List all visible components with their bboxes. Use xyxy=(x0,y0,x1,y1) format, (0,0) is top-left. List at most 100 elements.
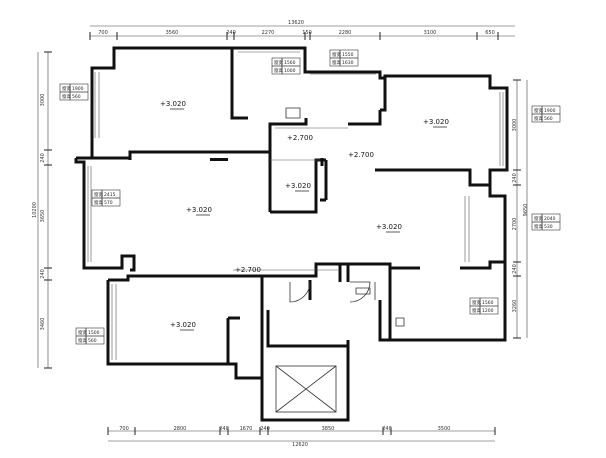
doors xyxy=(210,107,405,327)
top-dim-2: 3560 xyxy=(166,30,179,36)
svg-text:窗宽: 窗宽 xyxy=(78,329,87,336)
top-dim-8: 650 xyxy=(485,30,495,36)
bottom-dim-6: 3850 xyxy=(322,426,335,432)
bottom-dim-7: 240 xyxy=(382,426,392,432)
svg-text:1550: 1550 xyxy=(342,52,354,58)
windows xyxy=(87,51,504,360)
wall-elevator-shaft xyxy=(260,346,350,422)
door-threshold xyxy=(210,158,228,161)
left-dim-2: 240 xyxy=(40,153,46,163)
svg-text:窗宽: 窗宽 xyxy=(472,299,481,306)
level-label: +3.020 xyxy=(186,206,212,214)
door-swing xyxy=(289,281,311,303)
level-label: +3.020 xyxy=(170,321,196,329)
svg-text:窗宽: 窗宽 xyxy=(274,59,283,66)
svg-text:窗宽: 窗宽 xyxy=(332,51,341,58)
right-dim-5: 3260 xyxy=(512,300,518,313)
window-tags: 窗宽 1900 窗高 560 窗宽 2415 窗高 570 窗宽 1500 窗高… xyxy=(59,49,561,345)
svg-text:560: 560 xyxy=(544,116,553,122)
svg-text:窗高: 窗高 xyxy=(472,307,481,314)
window-tag: 窗宽 1560 窗高 1200 xyxy=(469,297,499,315)
window-tag: 窗宽 2040 窗高 530 xyxy=(531,213,561,231)
svg-text:1200: 1200 xyxy=(482,308,494,314)
svg-text:570: 570 xyxy=(104,200,113,206)
top-dim-3: 240 xyxy=(226,30,236,36)
level-labels: +3.020 +3.020 +3.020 +3.020 +3.020 +3.02… xyxy=(160,100,449,331)
svg-text:窗高: 窗高 xyxy=(94,199,103,206)
bottom-dim-3: 240 xyxy=(219,426,229,432)
svg-text:1000: 1000 xyxy=(284,68,296,74)
bottom-dimensions: 700 2800 240 1670 240 3850 240 3500 1262… xyxy=(107,426,496,448)
top-dim-6: 2280 xyxy=(339,30,352,36)
window-tag: 窗宽 2415 窗高 570 xyxy=(91,189,121,207)
level-label: +2.700 xyxy=(348,151,374,159)
svg-text:窗高: 窗高 xyxy=(274,67,283,74)
bottom-dim-4: 1670 xyxy=(240,426,253,432)
top-dim-7: 3100 xyxy=(424,30,437,36)
top-dim-5: 150 xyxy=(302,30,312,36)
door-swing xyxy=(355,287,371,295)
bottom-dim-2: 2800 xyxy=(174,426,187,432)
right-dim-2: 240 xyxy=(512,173,518,183)
svg-text:2415: 2415 xyxy=(104,192,116,198)
left-dimensions: 3000 240 3650 240 3460 10200 xyxy=(32,51,52,369)
svg-text:560: 560 xyxy=(72,94,81,100)
walls xyxy=(74,46,509,422)
right-total-dim: 9650 xyxy=(523,204,529,217)
level-label: +2.700 xyxy=(287,134,313,142)
window-tag: 窗宽 1900 窗高 560 xyxy=(59,83,89,101)
window-tag: 窗宽 1900 窗高 560 xyxy=(531,105,561,123)
bottom-dim-1: 700 xyxy=(119,426,129,432)
wall-bottom-left-room xyxy=(106,280,264,380)
fixture xyxy=(285,107,301,119)
left-dim-5: 3460 xyxy=(40,318,46,331)
svg-text:窗宽: 窗宽 xyxy=(534,215,543,222)
door-swing xyxy=(349,281,371,303)
bottom-dim-5: 240 xyxy=(260,426,270,432)
svg-text:1630: 1630 xyxy=(342,60,354,66)
left-dim-3: 3650 xyxy=(40,210,46,223)
svg-text:2040: 2040 xyxy=(544,216,556,222)
level-label: +3.020 xyxy=(376,223,402,231)
wall-top-left-room xyxy=(90,46,248,140)
top-dim-1: 700 xyxy=(98,30,108,36)
svg-text:窗高: 窗高 xyxy=(62,93,71,100)
bottom-dim-8: 3500 xyxy=(438,426,451,432)
svg-text:530: 530 xyxy=(544,224,553,230)
level-label: +3.020 xyxy=(285,182,311,190)
left-dim-1: 3000 xyxy=(40,94,46,107)
left-total-dim: 10200 xyxy=(32,202,38,218)
right-dim-3: 2700 xyxy=(512,218,518,231)
level-label: +3.020 xyxy=(160,100,186,108)
svg-text:窗宽: 窗宽 xyxy=(62,85,71,92)
wall-top-middle xyxy=(232,46,385,80)
top-dim-4: 2270 xyxy=(262,30,275,36)
right-dim-4: 240 xyxy=(512,264,518,274)
window-tag: 窗宽 1550 窗高 1630 xyxy=(329,49,359,67)
wall-top-right-room xyxy=(383,74,509,178)
fixture xyxy=(395,317,405,327)
svg-text:窗高: 窗高 xyxy=(332,59,341,66)
top-total-dim: 13620 xyxy=(288,20,304,26)
svg-text:1900: 1900 xyxy=(72,86,84,92)
right-dimensions: 3000 240 2700 240 3260 9650 xyxy=(512,79,529,339)
svg-text:1900: 1900 xyxy=(544,108,556,114)
level-label: +2.700 xyxy=(235,266,261,274)
svg-text:560: 560 xyxy=(88,338,97,344)
svg-text:1560: 1560 xyxy=(284,60,296,66)
svg-text:窗高: 窗高 xyxy=(534,223,543,230)
svg-text:1560: 1560 xyxy=(482,300,494,306)
top-dimensions: 13620 700 3560 240 2270 150 2280 3100 65… xyxy=(89,20,515,40)
svg-text:窗宽: 窗宽 xyxy=(94,191,103,198)
svg-text:窗宽: 窗宽 xyxy=(534,107,543,114)
elevator-shaft xyxy=(275,365,337,413)
left-dim-4: 240 xyxy=(40,269,46,279)
svg-text:窗高: 窗高 xyxy=(78,337,87,344)
svg-text:窗高: 窗高 xyxy=(534,115,543,122)
window-tag: 窗宽 1560 窗高 1000 xyxy=(271,57,301,75)
bottom-total-dim: 12620 xyxy=(292,442,308,448)
right-dim-1: 3000 xyxy=(512,119,518,132)
window-tag: 窗宽 1500 窗高 560 xyxy=(75,327,105,345)
svg-text:1500: 1500 xyxy=(88,330,100,336)
